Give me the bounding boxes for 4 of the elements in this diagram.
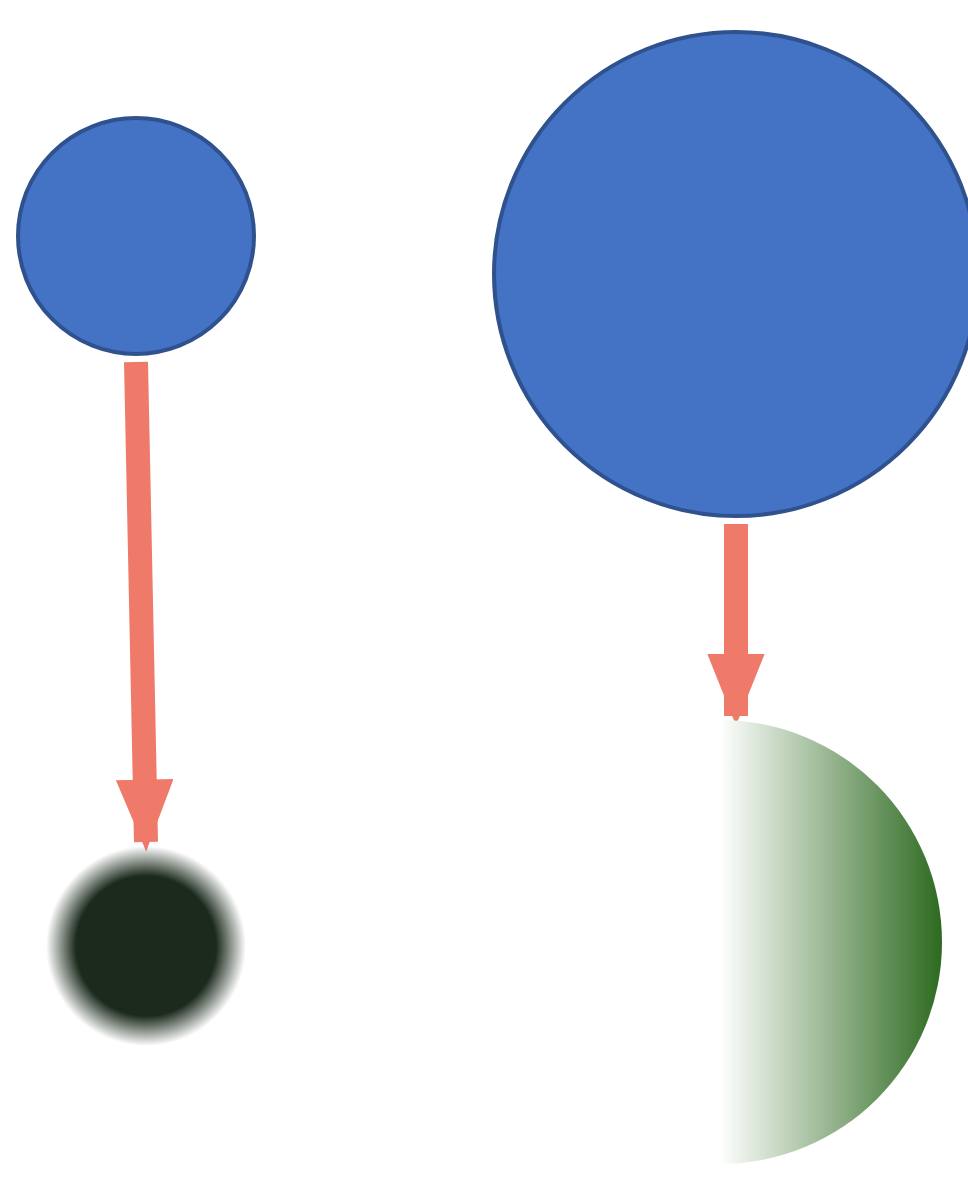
arrow (115, 361, 174, 852)
arrow (707, 524, 765, 726)
circle-shape (16, 116, 256, 356)
blurred-circle-shape (46, 846, 246, 1046)
